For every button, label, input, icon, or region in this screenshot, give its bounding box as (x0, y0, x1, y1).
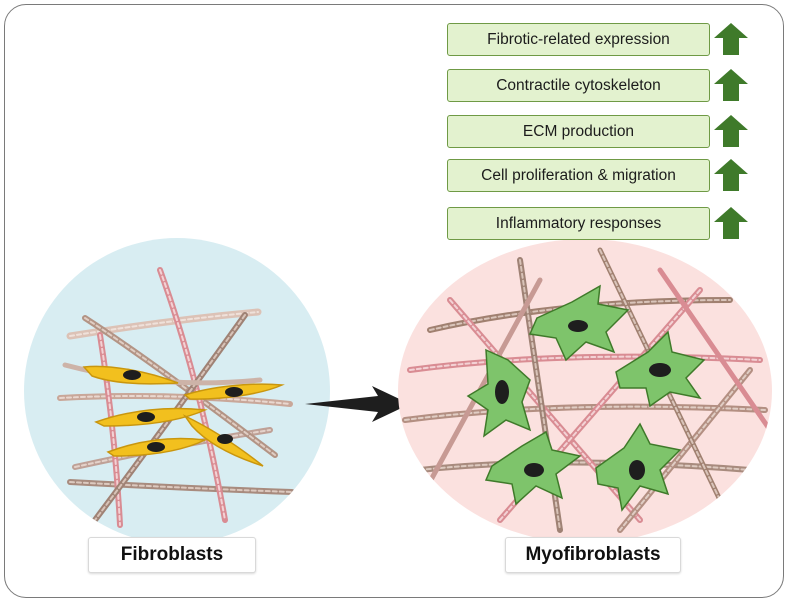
up-arrow-icon (714, 207, 748, 239)
fibroblast-cells (82, 365, 285, 467)
fibroblast-panel (24, 238, 330, 544)
up-arrow-icon (714, 69, 748, 101)
effect-label-2: Contractile cytoskeleton (496, 76, 661, 94)
transition-arrow-icon (305, 386, 410, 422)
fibroblast-ecm-fibers (57, 267, 295, 528)
effect-box-4: Cell proliferation & migration (447, 159, 710, 192)
myofibroblast-panel (398, 239, 772, 543)
up-arrow-icon (714, 159, 748, 191)
fibroblasts-label: Fibroblasts (88, 537, 256, 573)
effect-label-3: ECM production (522, 122, 635, 140)
effect-label-1: Fibrotic-related expression (487, 30, 670, 48)
effect-box-3: ECM production (447, 115, 710, 148)
myofibroblast-nuclei (495, 320, 671, 480)
up-arrow-icon (714, 23, 748, 55)
fibroblasts-label-text: Fibroblasts (120, 544, 224, 565)
effect-box-2: Contractile cytoskeleton (447, 69, 710, 102)
effect-label-4: Cell proliferation & migration (481, 166, 676, 184)
myofibroblasts-label: Myofibroblasts (505, 537, 681, 573)
myofibroblast-background-circle (398, 239, 772, 543)
effect-box-5: Inflammatory responses (447, 207, 710, 240)
effect-box-1: Fibrotic-related expression (447, 23, 710, 56)
fibroblast-background-circle (24, 238, 330, 544)
myofibroblast-ecm-fibers (402, 247, 772, 533)
myofibroblasts-label-text: Myofibroblasts (525, 544, 661, 565)
up-arrow-icon (714, 115, 748, 147)
effect-label-5: Inflammatory responses (495, 214, 662, 232)
